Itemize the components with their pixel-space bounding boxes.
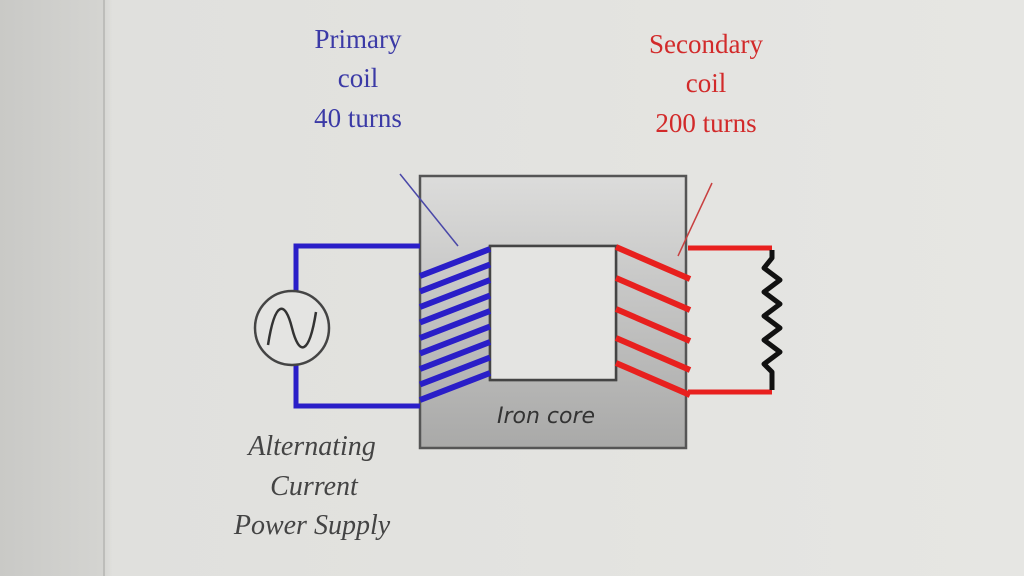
primary-pointer — [399, 173, 459, 247]
secondary-winding — [614, 360, 692, 398]
secondary-winding — [614, 306, 692, 344]
secondary-label-line3: 200 turns — [655, 108, 756, 138]
supply-label-line1: Alternating — [246, 431, 376, 462]
primary-wire-bottom — [293, 365, 420, 409]
primary-winding — [418, 246, 492, 279]
ac-source-icon — [253, 289, 331, 367]
primary-winding — [418, 292, 492, 326]
primary-wire-top — [293, 243, 420, 292]
primary-winding — [418, 370, 492, 403]
primary-winding — [418, 277, 492, 310]
resistor-icon — [761, 250, 783, 390]
secondary-label: Secondary coil 200 turns — [649, 29, 763, 138]
primary-winding — [418, 308, 492, 341]
core-window — [488, 244, 618, 382]
primary-winding — [418, 354, 492, 388]
primary-coil — [418, 246, 492, 403]
primary-label: Primary coil 40 turns — [314, 24, 402, 133]
secondary-coil — [614, 244, 692, 398]
secondary-winding — [614, 244, 692, 282]
primary-label-line2: coil — [338, 63, 379, 93]
primary-label-line1: Primary — [315, 24, 402, 54]
primary-winding — [418, 261, 492, 295]
supply-label-line3: Power Supply — [233, 510, 391, 541]
secondary-pointer — [677, 182, 713, 257]
secondary-winding — [614, 335, 692, 373]
secondary-label-line1: Secondary — [649, 29, 763, 59]
primary-winding — [418, 323, 492, 357]
secondary-winding — [614, 275, 692, 313]
primary-winding — [418, 339, 492, 372]
secondary-label-line2: coil — [686, 68, 727, 98]
supply-label: Alternating Current Power Supply — [233, 431, 391, 541]
supply-label-line2: Current — [270, 471, 359, 502]
iron-core-label: Iron core — [497, 404, 595, 429]
primary-label-line3: 40 turns — [314, 103, 402, 133]
